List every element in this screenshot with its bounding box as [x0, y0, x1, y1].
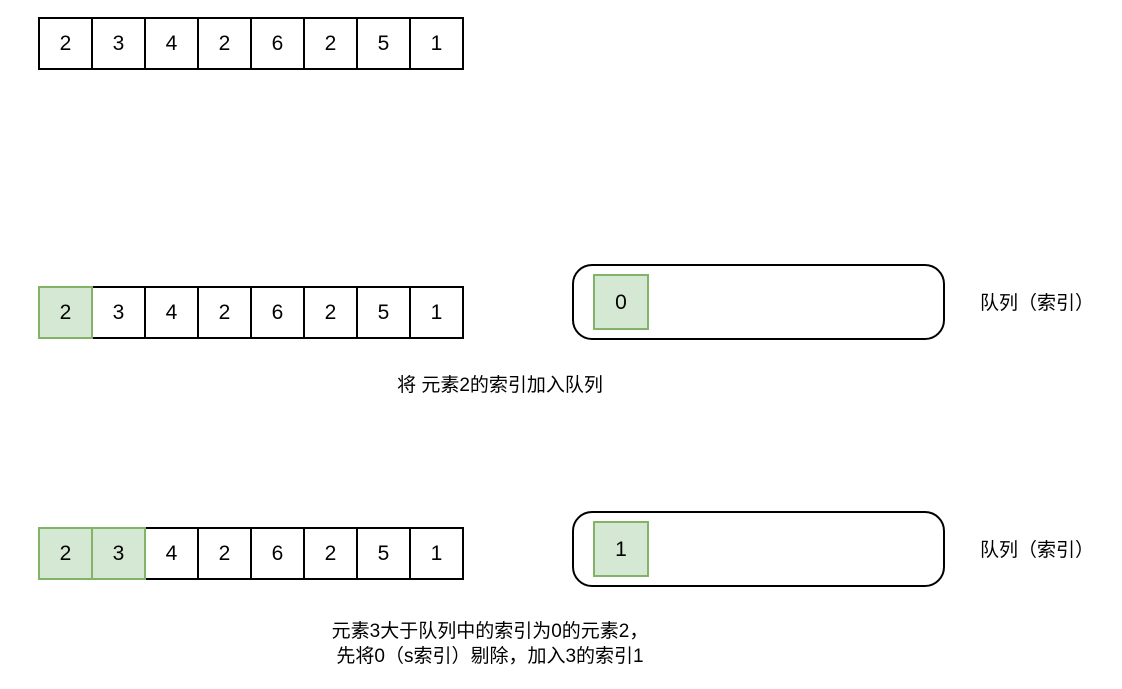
array-step-1: 2 3 4 2 6 2 5 1: [38, 286, 464, 339]
array-cell-highlighted: 2: [38, 527, 93, 580]
array-cell: 4: [144, 286, 199, 339]
array-cell: 3: [91, 286, 146, 339]
array-cell: 2: [303, 527, 358, 580]
queue-item: 0: [593, 274, 649, 330]
array-cell-highlighted: 3: [91, 527, 146, 580]
array-cell: 2: [197, 527, 252, 580]
queue-item: 1: [593, 521, 649, 577]
array-cell: 1: [409, 17, 464, 70]
array-cell: 2: [197, 286, 252, 339]
array-cell: 5: [356, 286, 411, 339]
array-initial: 2 3 4 2 6 2 5 1: [38, 17, 464, 70]
array-cell: 2: [197, 17, 252, 70]
array-cell: 6: [250, 527, 305, 580]
array-cell-highlighted: 2: [38, 286, 93, 339]
queue-side-label: 队列（索引）: [980, 540, 1095, 561]
caption-line: 元素3大于队列中的索引为0的元素2，: [331, 621, 649, 642]
array-cell: 5: [356, 17, 411, 70]
array-cell: 4: [144, 527, 199, 580]
array-cell: 1: [409, 527, 464, 580]
caption-line: 先将0（s索引）剔除，加入3的索引1: [336, 646, 644, 667]
array-cell: 6: [250, 286, 305, 339]
array-cell: 5: [356, 527, 411, 580]
caption-step-1: 将 元素2的索引加入队列: [0, 373, 1000, 398]
queue-container-step-2: 1: [572, 511, 945, 587]
array-cell: 2: [303, 286, 358, 339]
queue-side-label: 队列（索引）: [980, 293, 1095, 314]
array-cell: 6: [250, 17, 305, 70]
array-cell: 3: [91, 17, 146, 70]
caption-step-2: 元素3大于队列中的索引为0的元素2， 先将0（s索引）剔除，加入3的索引1: [0, 619, 980, 669]
caption-line: 将 元素2的索引加入队列: [397, 375, 603, 396]
array-step-2: 2 3 4 2 6 2 5 1: [38, 527, 464, 580]
array-cell: 4: [144, 17, 199, 70]
queue-container-step-1: 0: [572, 264, 945, 340]
array-cell: 1: [409, 286, 464, 339]
array-cell: 2: [303, 17, 358, 70]
array-cell: 2: [38, 17, 93, 70]
